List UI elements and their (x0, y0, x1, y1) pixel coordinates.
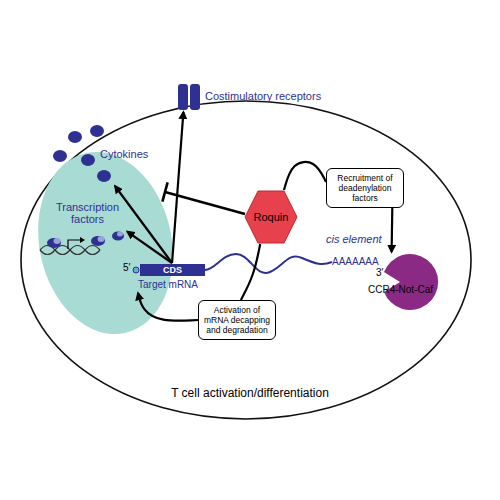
cytokine-dot (90, 125, 104, 137)
end-label: 5′ (123, 262, 137, 274)
deadenylase-complex: CCR4-Not-Caf (370, 252, 442, 312)
deadenylase-complex-outline (370, 252, 442, 312)
end-label: 3′ (376, 267, 390, 279)
element-label: cis element (326, 233, 386, 245)
cytokine-dot (68, 131, 82, 143)
cytokine-dot (53, 150, 67, 162)
node-text: CDS (140, 264, 205, 276)
node-text: Target mRNA (138, 279, 218, 291)
flow-arrow (138, 293, 198, 321)
process-box: Activation of mRNA decapping and degrada… (198, 300, 276, 340)
node-text: CCR4-Not-Caf (368, 284, 448, 296)
receptor-chain (178, 84, 188, 110)
cell-outline: T cell activation/differentiation Transcr… (20, 100, 472, 420)
flow-arrow (127, 232, 172, 263)
node-text: Costimulatory receptors (205, 90, 365, 103)
cytokine-dot (81, 154, 95, 166)
nucleus-fill (22, 139, 189, 346)
roquin-hexagon: Roquin (244, 190, 298, 244)
receptor-chain (190, 84, 200, 110)
polya-tail: AAAAAAA (332, 256, 392, 268)
cds-block: CDSTarget mRNA (138, 263, 212, 293)
flow-arrow (172, 112, 183, 263)
cds-rect (140, 264, 205, 276)
node-text: Transcription factors (45, 201, 130, 225)
node-text: Roquin (244, 190, 298, 244)
roquin-shape (245, 191, 297, 243)
cytokine-dot (97, 170, 111, 182)
complex-shape (384, 254, 438, 310)
flow-arrow (391, 208, 394, 252)
process-box: Recruitment of deadenylation factors (326, 168, 404, 208)
cell-membrane (21, 101, 471, 419)
flow-arrow (284, 162, 326, 190)
node-text: Activation of mRNA decapping and degrada… (203, 305, 271, 335)
flow-arrow (241, 244, 260, 300)
cytokine-group: Cytokines (50, 120, 150, 186)
node-text: Recruitment of deadenylation factors (331, 173, 399, 203)
node-text: Cytokines (100, 148, 160, 161)
receptor-pair: Costimulatory receptors (175, 82, 362, 112)
flow-arrow (115, 186, 172, 263)
node-text: T cell activation/differentiation (150, 386, 350, 400)
